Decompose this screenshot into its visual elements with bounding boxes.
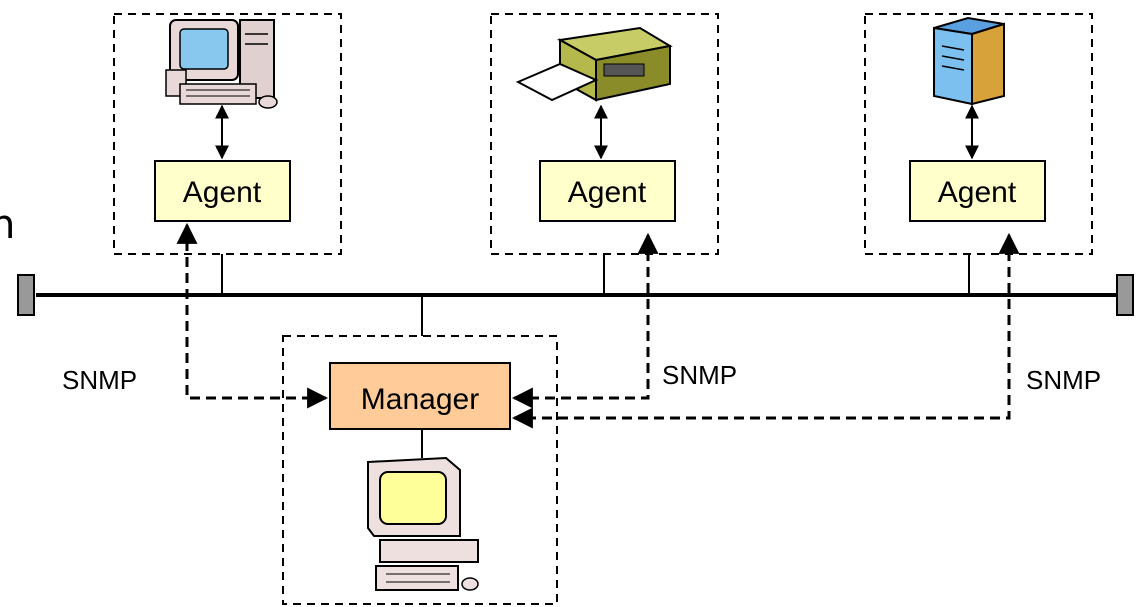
workstation-monitor-icon [367, 456, 479, 591]
bus-terminator-left [17, 274, 35, 316]
desktop-computer-icon [165, 19, 278, 109]
manager-label: Manager [361, 383, 479, 416]
agent-box-3: Agent [909, 160, 1046, 222]
manager-group-border [282, 335, 558, 605]
bus-terminator-right [1116, 274, 1134, 316]
agent-2-label: Agent [568, 176, 647, 209]
snmp-path-3 [511, 232, 1020, 429]
agent-box-1: Agent [154, 160, 291, 222]
snmp-path-2 [511, 232, 659, 409]
printer-icon [515, 26, 673, 102]
agent-3-label: Agent [938, 176, 1017, 209]
agent-box-2: Agent [539, 160, 676, 222]
snmp-label-3: SNMP [1026, 365, 1101, 395]
server-tower-icon [933, 16, 1005, 106]
manager-box: Manager [329, 362, 511, 430]
snmp-label-2: SNMP [662, 360, 737, 390]
agent-1-label: Agent [183, 176, 262, 209]
snmp-path-1 [176, 222, 329, 409]
snmp-label-1: SNMP [62, 365, 137, 395]
partial-text: n [0, 202, 15, 248]
